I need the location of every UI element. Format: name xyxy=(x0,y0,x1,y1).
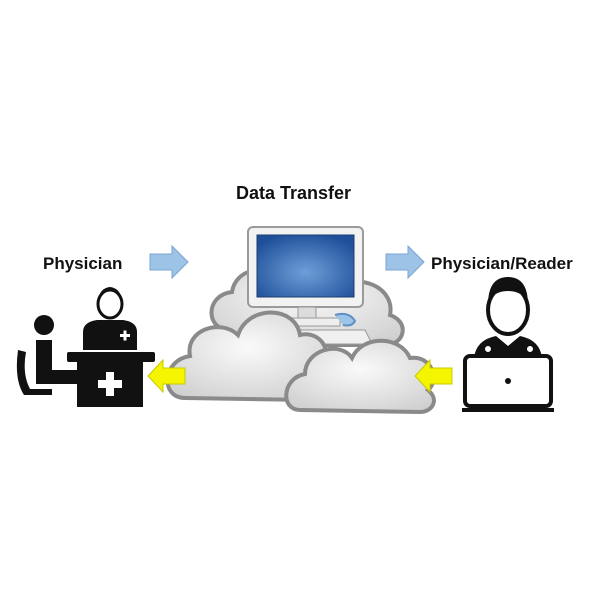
physician-label: Physician xyxy=(43,254,123,273)
arrow-right-icon xyxy=(149,244,189,280)
computer-icon xyxy=(247,226,373,345)
physician-desk-icon xyxy=(16,287,155,407)
physician-reader-label: Physician/Reader xyxy=(431,254,573,273)
arrow-left-icon xyxy=(147,358,186,394)
arrow-right-icon xyxy=(385,244,425,280)
diagram-title: Data Transfer xyxy=(236,183,352,203)
arrow-left-icon xyxy=(414,358,453,394)
physician-laptop-icon xyxy=(462,277,554,412)
